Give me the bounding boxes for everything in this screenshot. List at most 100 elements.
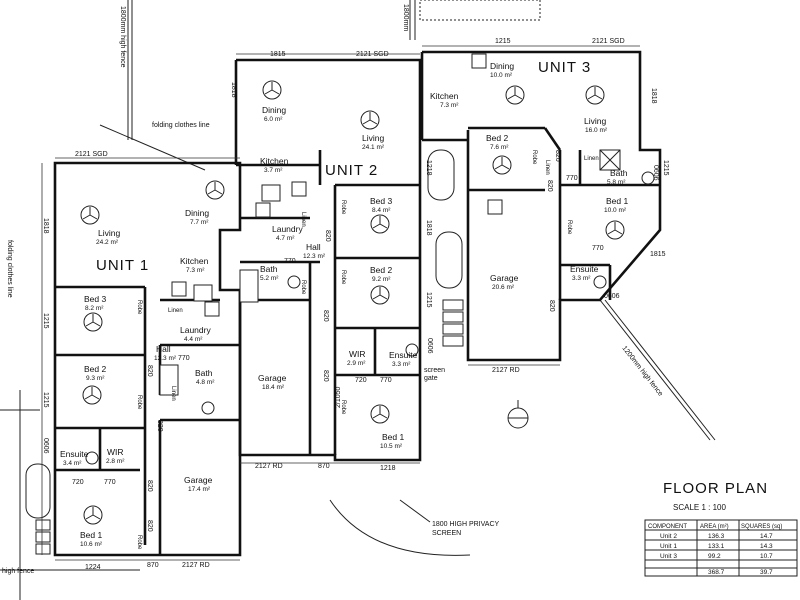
site-notes: 1800mm high fence 1800mm folding clothes… bbox=[2, 4, 664, 575]
dimension-text: 0606 bbox=[652, 165, 659, 181]
toilet-icon bbox=[85, 451, 99, 465]
table-cell: 10.7 bbox=[760, 553, 773, 560]
fan-icon bbox=[83, 505, 103, 525]
unit-1-walls bbox=[53, 161, 242, 557]
dimension-text: 820 bbox=[146, 365, 153, 377]
room-name: Laundry bbox=[272, 224, 303, 234]
clothes-line-note: folding clothes line bbox=[152, 122, 210, 129]
room-area: 9.3 m² bbox=[86, 375, 105, 382]
room-area: 3.4 m² bbox=[63, 460, 82, 467]
privacy-screen-note: SCREEN bbox=[432, 530, 461, 537]
table-cell: 14.7 bbox=[760, 533, 773, 540]
room-name: Bath bbox=[610, 168, 628, 178]
table-cell: 136.3 bbox=[708, 533, 725, 540]
table-cell: Unit 2 bbox=[660, 533, 677, 540]
dimension-text: 1215 bbox=[662, 160, 669, 176]
room-area: 4.8 m² bbox=[196, 379, 215, 386]
table-total: 39.7 bbox=[760, 569, 773, 576]
table-cell: 99.2 bbox=[708, 553, 721, 560]
dimension-text: 1818 bbox=[42, 218, 49, 234]
table-header: COMPONENT bbox=[648, 524, 687, 530]
dimension-text: 720 bbox=[355, 377, 367, 384]
room-name: Living bbox=[584, 116, 606, 126]
bath-tub-icon bbox=[239, 269, 259, 303]
room-name: Garage bbox=[184, 475, 213, 485]
room-name: Garage bbox=[490, 273, 519, 283]
dimension-text: 1818 bbox=[650, 88, 657, 104]
clothes-line-note: folding clothes line bbox=[6, 240, 13, 298]
fridge-icon bbox=[291, 181, 307, 197]
dimension-text: 770 bbox=[566, 175, 578, 182]
section-marker-icon bbox=[507, 400, 529, 429]
bath-tub-icon bbox=[435, 231, 463, 289]
dimension-text: 1224 bbox=[85, 564, 101, 571]
fan-icon bbox=[370, 214, 390, 234]
room-name: Bath bbox=[260, 264, 278, 274]
room-area: 10.5 m² bbox=[380, 443, 403, 450]
bath-tub-icon bbox=[25, 463, 51, 519]
unit-2-room-labels: Dining 6.0 m² Living 24.1 m² Kitchen 3.7… bbox=[258, 105, 418, 450]
room-area: 7.3 m² bbox=[186, 267, 205, 274]
dimension-text: 1215 bbox=[495, 38, 511, 45]
room-area: 20.6 m² bbox=[492, 284, 515, 291]
dimension-text: 820 bbox=[146, 480, 153, 492]
room-name: Bed 1 bbox=[382, 432, 404, 442]
table-cell: Unit 1 bbox=[660, 543, 677, 550]
room-name: Dining bbox=[490, 61, 514, 71]
dimension-text: 2127 RD bbox=[182, 562, 210, 569]
table-header: AREA (m²) bbox=[700, 524, 729, 530]
robe-label: Robe bbox=[136, 300, 142, 315]
room-area: 7.3 m² bbox=[440, 102, 459, 109]
dimension-text: 820 bbox=[156, 420, 163, 432]
kitchen-fixtures bbox=[171, 53, 503, 317]
dimension-text: 770 bbox=[104, 479, 116, 486]
room-name: Dining bbox=[185, 208, 209, 218]
toilet-icon bbox=[405, 343, 419, 357]
plan-scale: SCALE 1 : 100 bbox=[673, 503, 726, 512]
dimension-text: 820 bbox=[322, 310, 329, 322]
fan-icon bbox=[585, 85, 605, 105]
unit-2-title: UNIT 2 bbox=[325, 162, 378, 179]
room-area: 10.0 m² bbox=[490, 72, 513, 79]
plan-title: FLOOR PLAN bbox=[663, 480, 768, 497]
room-name: Kitchen bbox=[180, 256, 209, 266]
fan-icon bbox=[370, 285, 390, 305]
dimension-text: 820 bbox=[322, 370, 329, 382]
dimension-text: 1815 bbox=[270, 51, 286, 58]
dimension-text: 0606 bbox=[604, 293, 620, 300]
toilet-icon bbox=[641, 171, 655, 185]
room-name: Kitchen bbox=[260, 156, 289, 166]
dimension-text: 770 bbox=[380, 377, 392, 384]
washer-icon bbox=[255, 202, 271, 218]
dimension-text: 2127 RD bbox=[255, 463, 283, 470]
room-area: 12.3 m² bbox=[154, 355, 177, 362]
table-header: SQUARES (sq) bbox=[741, 524, 782, 530]
bath-tub-icon bbox=[427, 149, 455, 201]
linen-label: Linen bbox=[170, 386, 176, 401]
room-area: 3.3 m² bbox=[572, 275, 591, 282]
table-cell: 133.1 bbox=[708, 543, 725, 550]
room-area: 7.7 m² bbox=[190, 219, 209, 226]
dimension-text: 870 bbox=[318, 463, 330, 470]
dimension-text: 1215 bbox=[42, 392, 49, 408]
fan-icon bbox=[82, 385, 102, 405]
unit-1-title: UNIT 1 bbox=[96, 257, 149, 274]
fan-icon bbox=[80, 205, 100, 225]
fridge-icon bbox=[471, 53, 487, 69]
unit-titles: UNIT 1 UNIT 2 UNIT 3 bbox=[96, 59, 591, 274]
fence-note: 1800mm bbox=[402, 4, 409, 31]
room-area: 3.7 m² bbox=[264, 167, 283, 174]
room-name: Hall bbox=[156, 344, 171, 354]
room-area: 2.8 m² bbox=[106, 458, 125, 465]
room-area: 12.3 m² bbox=[303, 253, 326, 260]
unit-3-title: UNIT 3 bbox=[538, 59, 591, 76]
table-total: 368.7 bbox=[708, 569, 725, 576]
room-area: 16.0 m² bbox=[585, 127, 608, 134]
room-area: 8.2 m² bbox=[85, 305, 104, 312]
ceiling-fans bbox=[80, 80, 625, 525]
room-area: 24.2 m² bbox=[96, 239, 119, 246]
robe-label: Robe bbox=[531, 150, 537, 165]
site-lines bbox=[0, 0, 716, 600]
room-area: 3.3 m² bbox=[392, 361, 411, 368]
table-cell: Unit 3 bbox=[660, 553, 677, 560]
